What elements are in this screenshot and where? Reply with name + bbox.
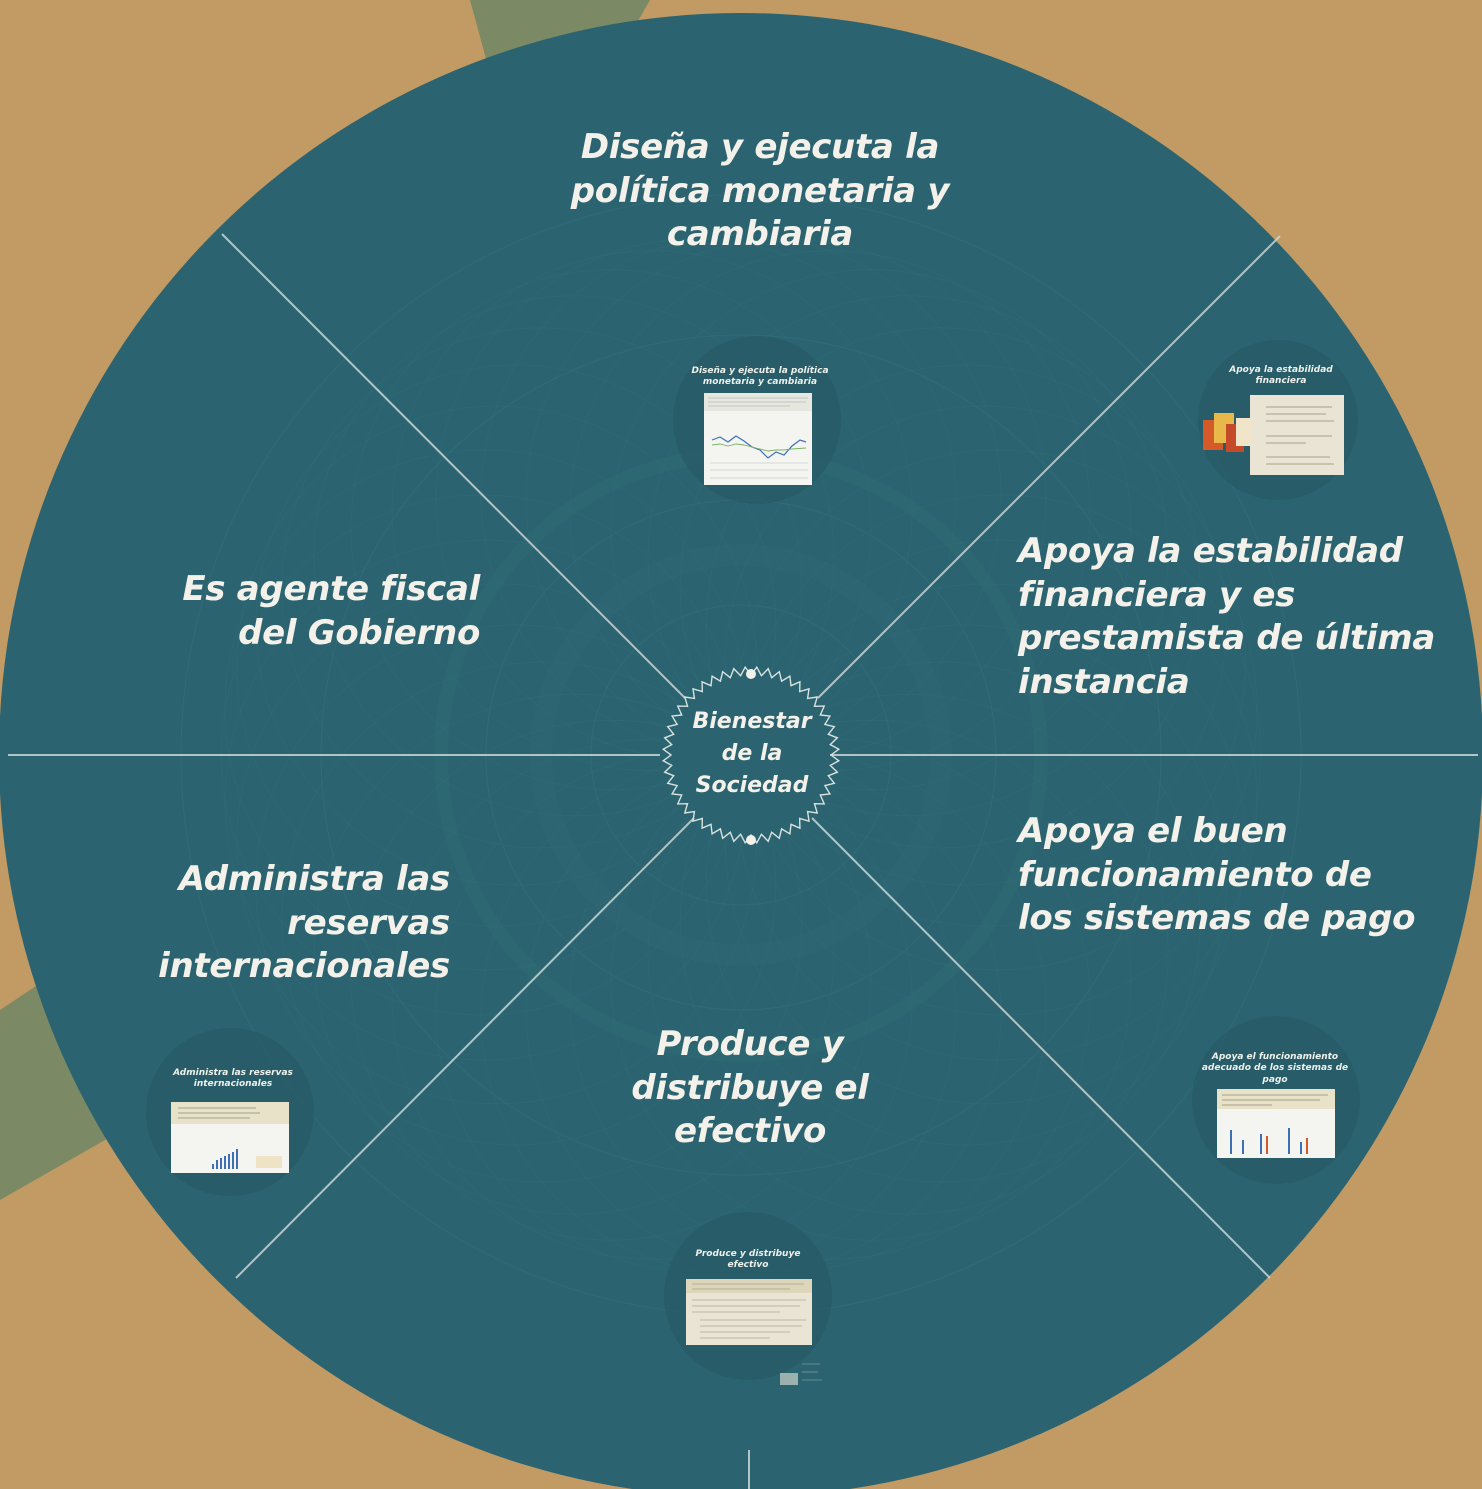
segment-label-line: distribuye el	[631, 1067, 869, 1108]
guilloche-loop	[679, 327, 1201, 849]
thumbnail-title-line: internacionales	[193, 1079, 273, 1090]
thumbnail-title-line: efectivo	[727, 1260, 769, 1271]
thumbnail-title-line: Apoya la estabilidad	[1229, 365, 1333, 375]
divider-diagonal-tl	[221, 233, 686, 699]
thumbnail-title-monetaria: Diseña y ejecuta la política monetaria y…	[690, 366, 830, 389]
thumbnail-title-pagos: Apoya el funcionamiento adecuado de los …	[1190, 1052, 1360, 1086]
segment-label-line: instancia	[1018, 661, 1190, 702]
guilloche-loop	[350, 269, 872, 791]
guilloche-loop	[679, 661, 1201, 1183]
thumbnail-estabilidad[interactable]	[1203, 395, 1344, 475]
segment-label-line: funcionamiento de	[1018, 854, 1372, 895]
thumbnail-title-estabilidad: Apoya la estabilidad financiera	[1220, 365, 1342, 388]
medallion-border	[661, 665, 841, 845]
thumbnail-reservas[interactable]	[171, 1102, 289, 1173]
segment-label-line: Produce y	[656, 1024, 844, 1064]
guilloche-loop	[236, 583, 758, 1105]
thumbnail-title-line: Diseña y ejecuta la política	[691, 366, 829, 376]
guilloche-loop	[350, 719, 872, 1241]
segment-label-line: los sistemas de pago	[1018, 898, 1416, 939]
thumbnail-pagos[interactable]	[1217, 1089, 1335, 1158]
segment-dividers	[8, 233, 1478, 1489]
guilloche-loop	[281, 661, 803, 1183]
thumbnail-title-line: Produce y distribuye	[695, 1249, 801, 1259]
segment-label-line: Apoya la estabilidad	[1018, 531, 1403, 571]
thumbnail-efectivo[interactable]	[686, 1279, 822, 1385]
thumbnail-title-line: Apoya el funcionamiento	[1211, 1052, 1339, 1062]
guilloche-loop	[647, 295, 1169, 817]
segment-label-line: prestamista de última	[1018, 618, 1436, 659]
divider-diagonal-tr	[817, 235, 1281, 699]
divider-diagonal-br	[811, 817, 1271, 1279]
center-title-line: de la	[721, 740, 783, 766]
thumbnail-title-reservas: Administra las reservas internacionales	[160, 1068, 306, 1091]
segment-label-estabilidad-financiera: Apoya la estabilidad financiera y es pre…	[1018, 530, 1438, 704]
guilloche-loop	[647, 693, 1169, 1215]
guilloche-loop	[281, 327, 803, 849]
segment-label-line: cambiaria	[666, 214, 854, 255]
guilloche-loop	[724, 405, 1246, 927]
segment-label-line: reservas	[287, 902, 450, 943]
segment-label-agente-fiscal: Es agente fiscal del Gobierno	[180, 568, 480, 655]
center-title-line: Sociedad	[695, 772, 809, 798]
guilloche-loop	[724, 583, 1246, 1105]
guilloche-loop	[569, 250, 1091, 772]
thumbnail-monetaria[interactable]	[704, 393, 812, 485]
thumbnail-title-efectivo: Produce y distribuye efectivo	[680, 1249, 816, 1272]
guilloche-loop	[391, 738, 913, 1260]
thumbnail-title-line: Administra las reservas	[173, 1068, 293, 1078]
divider-diagonal-bl	[235, 817, 695, 1279]
guilloche-loop	[313, 295, 835, 817]
center-title-line: Bienestar	[692, 709, 812, 734]
segment-label-line: financiera y es	[1018, 574, 1296, 615]
segment-label-line: Apoya el buen	[1018, 811, 1288, 851]
guilloche-loop	[236, 405, 758, 927]
segment-label-line: política monetaria y	[570, 170, 950, 211]
medallion-dot-bottom	[746, 835, 756, 845]
guilloche-loop	[705, 624, 1227, 1146]
guilloche-loop	[705, 364, 1227, 886]
thumbnail-title-line: financiera	[1255, 376, 1307, 387]
guilloche-loop	[255, 364, 777, 886]
segment-label-line: del Gobierno	[238, 612, 480, 653]
guilloche-loop	[313, 693, 835, 1215]
guilloche-loop	[569, 738, 1091, 1260]
segment-label-line: efectivo	[673, 1111, 827, 1152]
guilloche-loop	[610, 269, 1132, 791]
segment-label-line: Diseña y ejecuta la	[580, 127, 940, 167]
segment-label-line: Es agente fiscal	[182, 569, 480, 609]
segment-label-sistemas-de-pago: Apoya el buen funcionamiento de los sist…	[1018, 810, 1438, 941]
segment-label-line: internacionales	[158, 946, 450, 987]
segment-label-politica-monetaria: Diseña y ejecuta la política monetaria y…	[560, 126, 960, 257]
guilloche-loop	[255, 624, 777, 1146]
center-medallion[interactable]	[661, 665, 841, 845]
center-title: Bienestar de la Sociedad	[676, 706, 828, 802]
segment-label-reservas: Administra las reservas internacionales	[150, 858, 450, 989]
thumbnail-title-line: adecuado de los sistemas de pago	[1201, 1063, 1349, 1085]
segment-label-line: Administra las	[178, 859, 451, 899]
guilloche-loop	[610, 719, 1132, 1241]
segment-label-efectivo: Produce y distribuye el efectivo	[590, 1023, 910, 1154]
thumbnail-title-line: monetaria y cambiaria	[702, 377, 818, 388]
guilloche-loop	[391, 250, 913, 772]
medallion-dot-top	[746, 669, 756, 679]
